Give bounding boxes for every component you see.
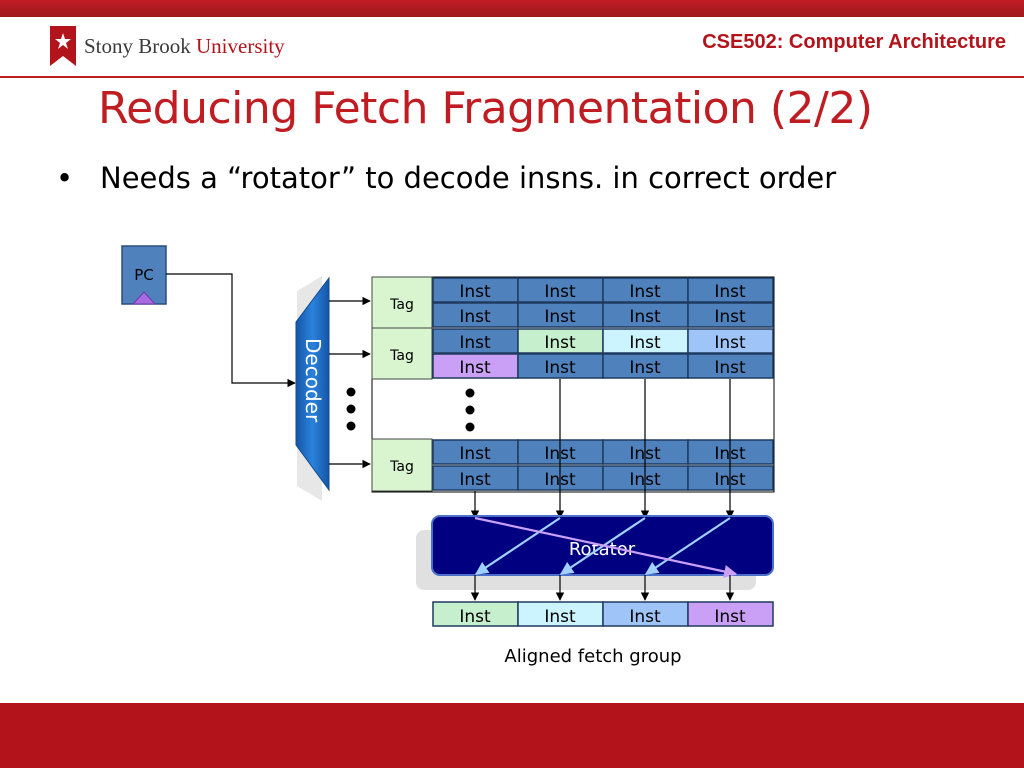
inst-cell: [687, 353, 774, 379]
inst-label: Inst: [629, 282, 661, 302]
bullet-dot: •: [56, 161, 74, 195]
inst-label: Inst: [629, 333, 661, 353]
pc-label: PC: [134, 266, 154, 284]
output-caption: Aligned fetch group: [504, 646, 681, 667]
cache-line-row: [432, 328, 774, 379]
inst-cell: [432, 439, 519, 465]
inst-label: Inst: [714, 307, 746, 327]
inst-cell: [602, 353, 689, 379]
inst-cell-cyan: [602, 328, 689, 354]
inst-cell: [432, 328, 519, 354]
inst-cell: [602, 277, 689, 303]
inst-label: Inst: [459, 333, 491, 353]
inst-cell: [687, 277, 774, 303]
inst-cell-purple: [687, 601, 774, 627]
inst-cell: [517, 353, 604, 379]
inst-label: Inst: [629, 358, 661, 378]
tag-label: Tag: [389, 459, 414, 475]
bottom-banner: [0, 703, 1024, 768]
tag-label: Tag: [389, 297, 414, 313]
bullet-text: Needs a “rotator” to decode insns. in co…: [100, 161, 837, 195]
rotator-label: Rotator: [569, 539, 636, 560]
tag-cell: Tag: [371, 327, 433, 380]
decoder-label: Decoder: [301, 338, 325, 423]
ellipsis-dots: [346, 387, 475, 432]
inst-label: Inst: [544, 607, 576, 627]
inst-label: Inst: [714, 333, 746, 353]
inst-label: Inst: [544, 358, 576, 378]
inst-label: Inst: [544, 282, 576, 302]
header-rule: [0, 76, 1024, 78]
aligned-fetch-group: Inst Inst Inst Inst: [432, 601, 774, 627]
inst-label: Inst: [459, 282, 491, 302]
pc-to-decoder-arrow: [166, 273, 296, 388]
course-title: CSE502: Computer Architecture: [702, 31, 1006, 53]
inst-label: Inst: [459, 607, 491, 627]
slide-title: Reducing Fetch Fragmentation (2/2): [98, 83, 873, 134]
bullet-item: • Needs a “rotator” to decode insns. in c…: [56, 161, 836, 195]
inst-cell-lightblue: [602, 601, 689, 627]
tag-cell: Tag: [371, 438, 433, 492]
inst-cell: [517, 277, 604, 303]
pc-register: PC: [121, 245, 167, 305]
inst-label: Inst: [459, 307, 491, 327]
tag-label: Tag: [389, 348, 414, 364]
top-banner: [0, 0, 1024, 17]
inst-cell-lightblue: [687, 328, 774, 354]
inst-label: Inst: [459, 444, 491, 464]
university-logo: Stony Brook University: [50, 26, 285, 66]
inst-label: Inst: [459, 470, 491, 490]
inst-label: Inst: [459, 358, 491, 378]
column-wires: [470, 379, 735, 519]
inst-label: Inst: [714, 607, 746, 627]
inst-label: Inst: [629, 307, 661, 327]
tag-cell: Tag: [371, 276, 433, 329]
inst-label: Inst: [629, 607, 661, 627]
cache-line-row: [432, 277, 774, 328]
inst-label: Inst: [544, 307, 576, 327]
decoder-block: Decoder: [295, 276, 330, 501]
inst-label: Inst: [714, 358, 746, 378]
inst-label: Inst: [714, 282, 746, 302]
icache-outline: [371, 276, 775, 493]
rotator-block: Rotator: [416, 515, 774, 590]
inst-label: Inst: [544, 333, 576, 353]
university-name: Stony Brook University: [84, 33, 285, 58]
university-shield-icon: [50, 26, 76, 66]
inst-cell: [687, 302, 774, 328]
output-wires: [470, 575, 735, 601]
inst-cell: [432, 277, 519, 303]
